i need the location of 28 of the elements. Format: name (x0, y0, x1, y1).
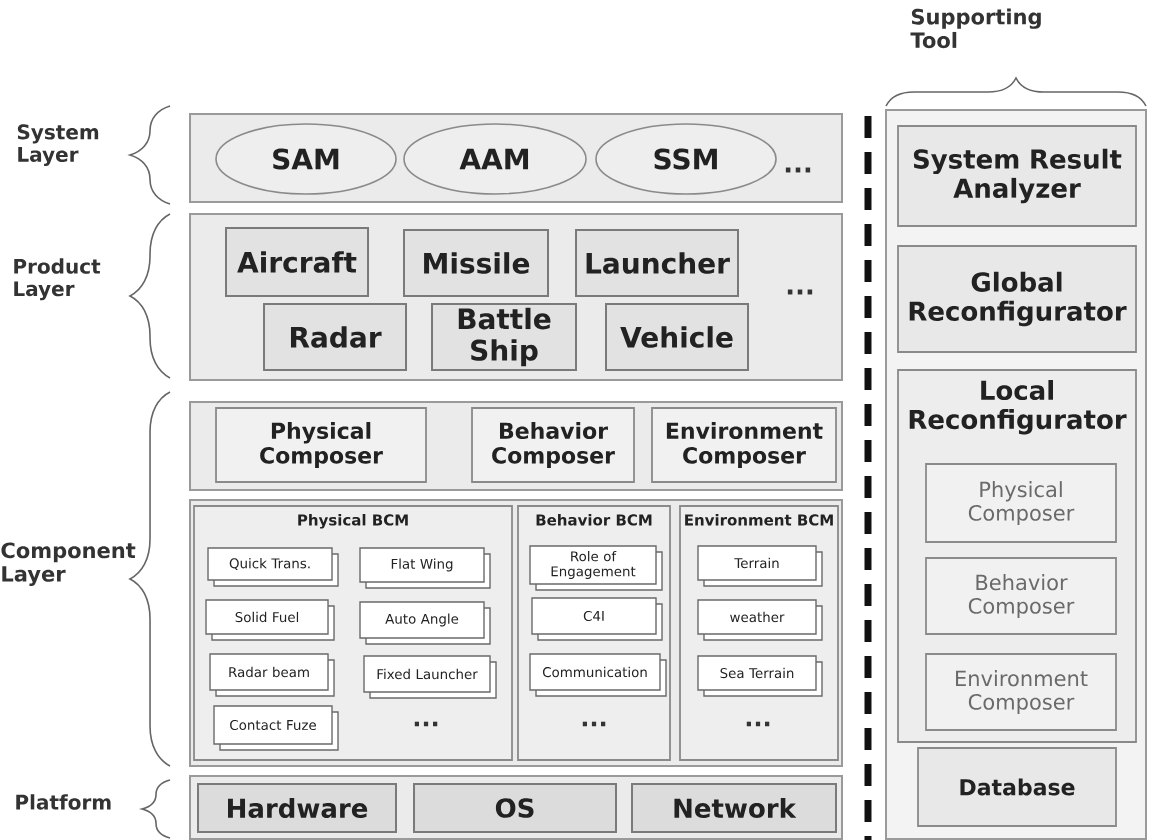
ellipsis: ... (746, 721, 770, 727)
ellipsis: ... (785, 167, 811, 173)
composer-box: Environment Composer (651, 407, 837, 483)
layer-label: Component Layer (1, 542, 136, 586)
product-box: Battle Ship (431, 303, 577, 371)
ellipsis: ... (787, 289, 813, 295)
composer-box: Behavior Composer (471, 407, 635, 483)
platform-box: Network (631, 783, 837, 833)
composer-box: Physical Composer (215, 407, 427, 483)
composer-box: Environment Composer (925, 653, 1117, 731)
product-box: Radar (263, 303, 407, 371)
layer-label: System Layer (17, 124, 99, 166)
ellipsis: ... (414, 721, 438, 727)
group-label: Supporting Tool (910, 8, 1041, 49)
product-box: Aircraft (225, 227, 369, 297)
platform-box: OS (413, 783, 617, 833)
product-box: Launcher (575, 229, 739, 297)
layer-label: Product Layer (14, 258, 101, 301)
platform-box: Hardware (197, 783, 397, 833)
tool-box: System Result Analyzer (897, 125, 1137, 227)
tool-box: Global Reconfigurator (897, 245, 1137, 353)
composer-box: Physical Composer (925, 463, 1117, 543)
ellipsis: ... (582, 721, 606, 727)
database-box: Database (917, 747, 1117, 827)
composer-box: Behavior Composer (925, 557, 1117, 635)
product-box: Vehicle (605, 303, 749, 371)
product-box: Missile (403, 229, 549, 297)
layer-label: Platform (16, 794, 111, 810)
